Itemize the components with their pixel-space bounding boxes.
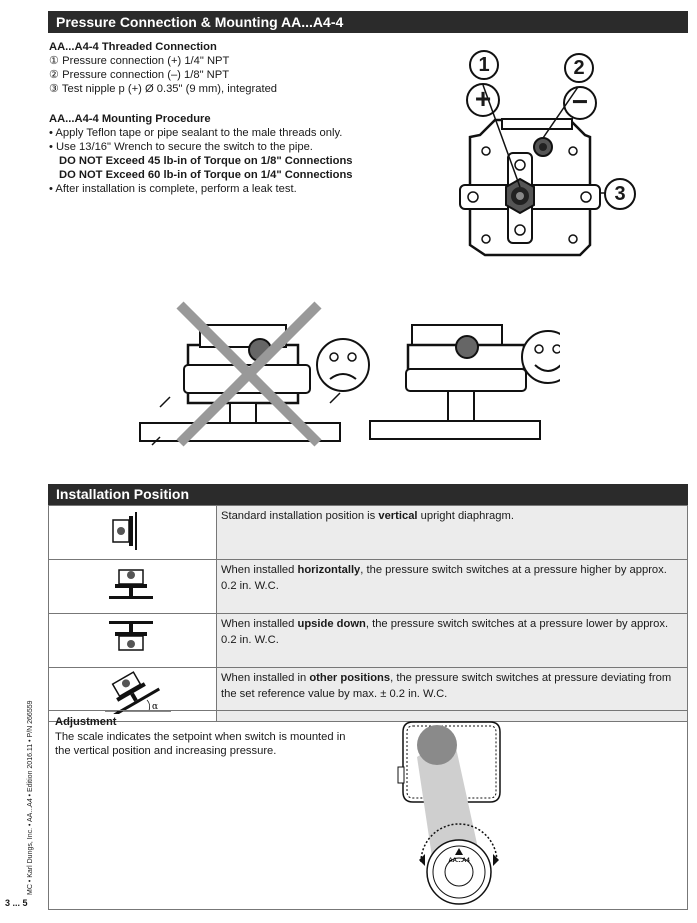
position-image-cell [48,505,217,560]
mounting-heading: AA...A4-4 Mounting Procedure [49,113,211,125]
mounting-bullet-3-text: After installation is complete, perform … [55,183,297,195]
mounting-bullet-2: • Use 13/16" Wrench to secure the switch… [49,141,313,153]
threaded-item-2: ② Pressure connection (–) 1/8" NPT [49,69,230,81]
threaded-connection-heading: AA...A4-4 Threaded Connection [49,41,217,53]
adjustment-heading: Adjustment [55,716,117,728]
table-row: Standard installation position is vertic… [48,505,688,560]
table-row: When installed upside down, the pressure… [48,613,688,668]
connection-diagram [459,84,606,257]
callout-3: 3 [604,178,636,210]
mounting-bullet-1: • Apply Teflon tape or pipe sealant to t… [49,127,343,139]
position-image-cell [48,559,217,614]
description-emphasis: horizontally [297,564,361,576]
setpoint-dial-diagram: AA...A4 [397,721,501,905]
table-row: When installed horizontally, the pressur… [48,559,688,614]
alpha-angle-label: α [152,702,158,712]
adjustment-line-1: The scale indicates the setpoint when sw… [55,731,346,743]
correct-mounting-figure [369,324,541,440]
mounting-illustration [139,301,560,447]
dial-label: AA...A4 [448,858,470,864]
mounting-bullet-3: • After installation is complete, perfor… [49,183,297,195]
description-text: When installed in [221,672,310,684]
section-title-installation-position: Installation Position [48,484,688,505]
position-description: When installed horizontally, the pressur… [216,559,688,614]
torque-warning-1: DO NOT Exceed 45 lb-in of Torque on 1/8"… [59,155,353,167]
plus-sign-icon: + [466,83,500,117]
threaded-item-3: ③ Test nipple p (+) Ø 0.35" (9 mm), inte… [49,83,278,95]
description-text: When installed [221,618,298,630]
callout-1: 1 [469,50,499,80]
description-emphasis: upside down [297,618,366,630]
installation-position-table: Standard installation position is vertic… [48,505,688,722]
upside-down-position-icon [109,621,153,651]
adjustment-box [48,710,688,910]
description-text: upright diaphragm. [417,510,514,522]
description-text: , the pressure switch switches at pressu… [221,672,672,700]
sad-face-icon [316,338,370,392]
mounting-bullet-2-text: Use 13/16" Wrench to secure the switch t… [56,141,313,153]
section-title-pressure-connection: Pressure Connection & Mounting AA...A4-4 [48,11,688,33]
description-text: , the pressure switch switches at a pres… [221,564,667,592]
description-text: , the pressure switch switches at a pres… [221,618,669,646]
page-number: 3 ... 5 [5,898,28,908]
tilted-position-icon: α [105,671,171,717]
happy-face-icon [521,330,560,384]
position-description: When installed upside down, the pressure… [216,613,688,668]
callout-2: 2 [564,53,594,83]
vertical-position-icon [112,512,137,550]
cross-mark [176,301,322,447]
table-row: α When installed in other positions, the… [48,667,688,722]
threaded-item-1: ① Pressure connection (+) 1/4" NPT [49,55,230,67]
position-description: When installed in other positions, the p… [216,667,688,722]
document-sidebar-text: MC • Karl Dungs, Inc. • AA...A4 • Editio… [27,700,34,896]
position-image-cell: α [48,667,217,722]
description-emphasis: other positions [309,672,391,684]
description-emphasis: vertical [378,510,418,522]
position-description: Standard installation position is vertic… [216,505,688,560]
adjustment-line-2: the vertical position and increasing pre… [55,745,277,757]
description-text: Standard installation position is [221,510,379,522]
mounting-bullet-1-text: Apply Teflon tape or pipe sealant to the… [55,127,343,139]
position-image-cell [48,613,217,668]
horizontal-position-icon [109,569,153,599]
torque-warning-2: DO NOT Exceed 60 lb-in of Torque on 1/4"… [59,169,353,181]
minus-sign-icon: − [563,86,597,120]
description-text: When installed [221,564,298,576]
